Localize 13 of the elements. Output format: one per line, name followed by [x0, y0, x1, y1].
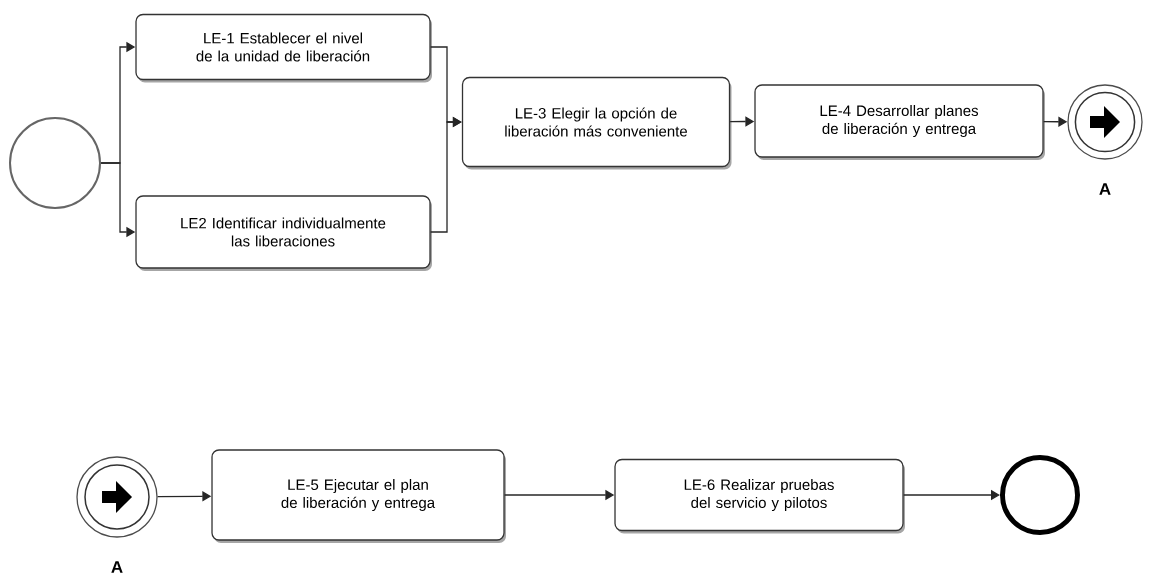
start-event-circle: [9, 117, 101, 209]
task-box: LE-4 Desarrollar planes de liberación y entrega: [754, 84, 1045, 160]
task-box: LE-1 Establecer el nivel de la unidad de liberación: [135, 13, 432, 83]
task-box: LE-3 Elegir la opción de liberación más conveniente: [461, 76, 732, 170]
link-event-circle: [1067, 84, 1143, 160]
arrow: [430, 116, 462, 233]
task-box: LE-6 Realizar pruebas del servicio y pilotos: [614, 458, 905, 534]
link-event-circle: [76, 456, 158, 538]
event-label: A: [111, 561, 123, 573]
event-label: A: [1099, 183, 1111, 195]
task-box: LE-5 Ejecutar el plan de liberación y entrega: [211, 449, 506, 543]
task-box: LE2 Identificar individualmente las liberaciones: [135, 195, 432, 271]
end-event-circle: [1000, 455, 1080, 535]
